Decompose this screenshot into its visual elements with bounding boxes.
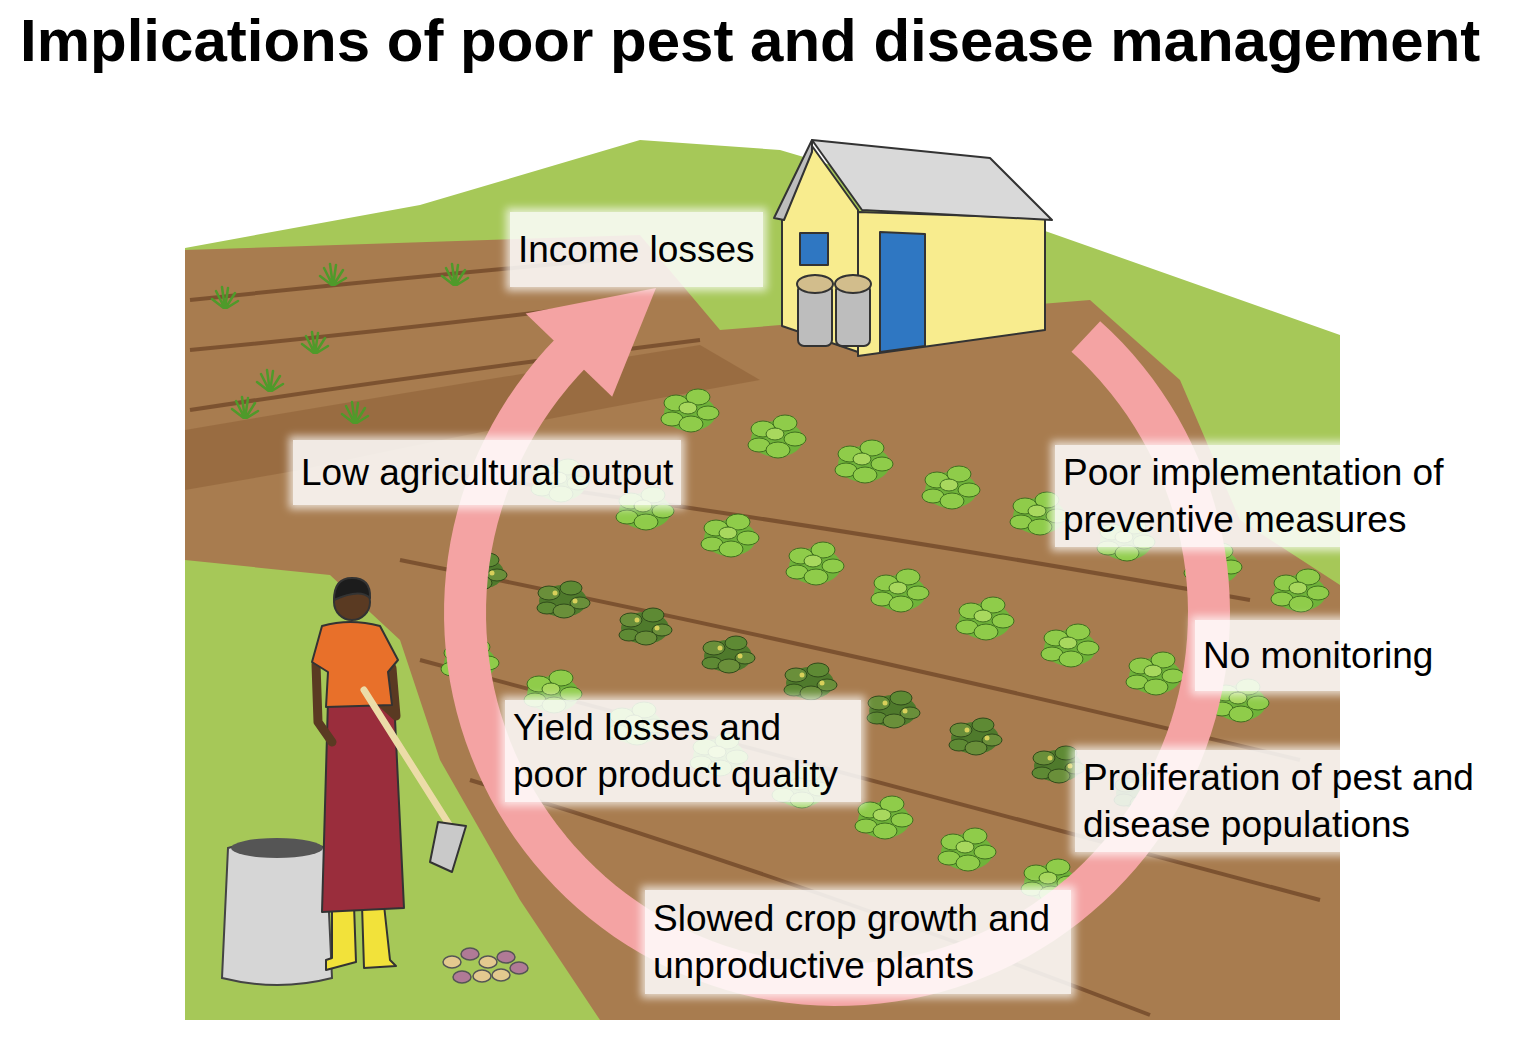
crop-plant xyxy=(938,828,996,871)
box-label: No monitoring xyxy=(1203,632,1433,679)
text-box: No monitoring xyxy=(1195,620,1441,691)
ground xyxy=(185,140,1340,1020)
diseased-plant xyxy=(619,608,672,645)
text-box: Low agricultural output xyxy=(293,440,681,505)
diseased-plant xyxy=(949,718,1002,755)
crop-plant xyxy=(871,569,929,612)
diagram-title: Implications of poor pest and disease ma… xyxy=(20,8,1480,74)
text-box: Slowed crop growth and unproductive plan… xyxy=(645,890,1071,994)
potatoes xyxy=(443,948,528,983)
house-window xyxy=(800,233,828,265)
grass-ground xyxy=(185,140,1340,1020)
farmer-boot xyxy=(326,905,356,970)
box-label: Low agricultural output xyxy=(301,449,673,496)
house-roof xyxy=(812,140,1052,220)
text-box: Proliferation of pest and disease popula… xyxy=(1075,750,1496,852)
storage-basket-top xyxy=(835,275,871,293)
text-box: Poor implementation of preventive measur… xyxy=(1055,445,1466,547)
house-roof-edge xyxy=(774,140,812,220)
hoe-handle xyxy=(364,690,450,826)
storage-basket-top xyxy=(797,275,833,293)
diseased-plant xyxy=(867,691,920,728)
potato xyxy=(497,951,515,963)
box-label: Yield losses and poor product quality xyxy=(513,704,853,798)
weed-tuft xyxy=(232,397,258,419)
crop-plant xyxy=(922,466,980,509)
sack xyxy=(222,838,332,985)
furrows xyxy=(190,260,1320,1015)
crop-plant xyxy=(786,542,844,585)
potato xyxy=(473,970,491,982)
potato xyxy=(492,969,510,981)
farmer xyxy=(312,578,466,970)
box-label: Slowed crop growth and unproductive plan… xyxy=(653,895,1063,989)
diseased-plant xyxy=(537,581,590,618)
crop-plant xyxy=(701,514,759,557)
box-label: Poor implementation of preventive measur… xyxy=(1063,449,1458,543)
crop-plant xyxy=(855,796,913,839)
cycle-arrow-band xyxy=(465,336,1209,985)
crop-plant xyxy=(835,440,893,483)
sack-body xyxy=(222,840,332,985)
potato xyxy=(479,956,497,968)
weed-tuft xyxy=(342,402,368,424)
weed-tuft xyxy=(442,264,468,286)
house xyxy=(774,140,1052,356)
crop-plant xyxy=(956,597,1014,640)
crop-plant xyxy=(748,415,806,458)
potato xyxy=(443,956,461,968)
cycle-arrow xyxy=(465,288,1209,985)
diseased-plant xyxy=(702,636,755,673)
sack-opening xyxy=(231,838,323,858)
house-front-wall xyxy=(858,212,1045,356)
hoe-blade xyxy=(430,822,466,872)
box-label: Proliferation of pest and disease popula… xyxy=(1083,754,1488,848)
soil-field xyxy=(185,235,1340,1020)
crop-plant xyxy=(1271,569,1329,612)
farmer-hair xyxy=(334,578,370,600)
arrow-head xyxy=(526,288,656,397)
crop-plant xyxy=(1126,652,1184,695)
weed-tuft xyxy=(257,370,283,392)
weed-tuft xyxy=(320,264,346,286)
crop-plant xyxy=(1041,624,1099,667)
potato xyxy=(461,948,479,960)
text-box: Income losses xyxy=(510,212,763,287)
box-label: Income losses xyxy=(518,226,755,273)
weed-tuft xyxy=(302,332,328,354)
farmer-boot xyxy=(362,905,396,968)
weed-tuft xyxy=(212,287,238,309)
house-door xyxy=(880,232,925,352)
farmer-shirt xyxy=(312,622,398,707)
diseased-plant xyxy=(784,663,837,700)
crop-plant xyxy=(661,389,719,432)
text-box: Yield losses and poor product quality xyxy=(505,700,861,802)
potato xyxy=(510,962,528,974)
weeds xyxy=(212,264,468,424)
potato xyxy=(453,971,471,983)
